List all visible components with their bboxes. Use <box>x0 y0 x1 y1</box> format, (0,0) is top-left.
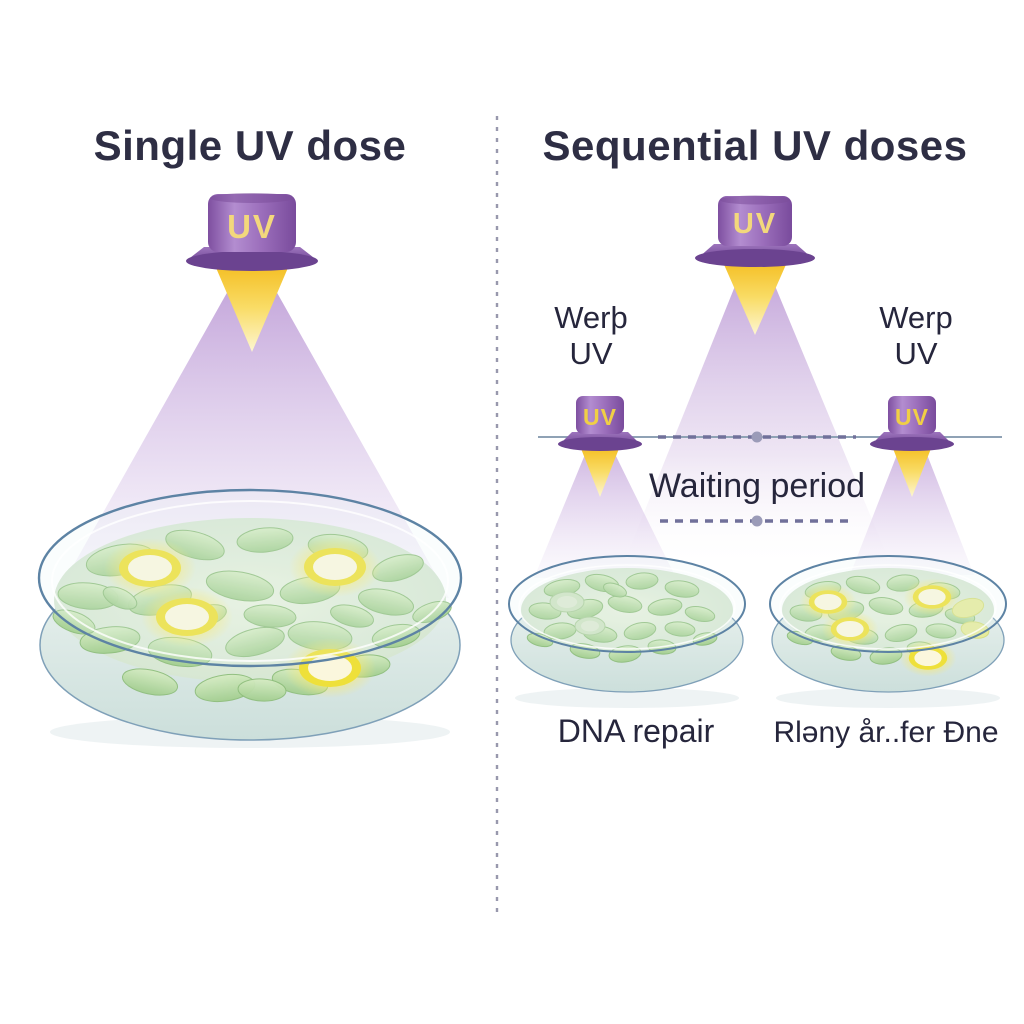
uv-lamp-dose1-icon: UV <box>558 396 642 451</box>
lamp-uv-label: UV <box>733 208 777 240</box>
uv-beam-cone-dose2 <box>850 452 974 575</box>
dish-rim-highlight <box>779 564 997 650</box>
dish-rim-highlight <box>518 564 736 650</box>
dish-rim <box>37 488 463 668</box>
lamp-top-edge <box>210 193 294 203</box>
uv-lamp-top-icon: UV <box>695 195 815 267</box>
bacterium <box>243 604 297 628</box>
colony-glow-center <box>313 554 357 580</box>
bacterium <box>121 668 179 696</box>
uv-flash-dose1 <box>580 446 620 497</box>
yellow-patch-colony <box>951 597 985 619</box>
petri-dish-second-dose <box>769 555 1007 708</box>
bacterium <box>225 626 285 658</box>
lamp-body <box>718 196 792 246</box>
colony-glow-center <box>918 588 946 606</box>
bacterium <box>603 582 627 598</box>
lamp-body <box>208 194 296 252</box>
lamp-body <box>888 396 936 434</box>
waiting-period-label: Waiting period <box>649 467 865 505</box>
lamp-underside <box>695 249 815 267</box>
bacterium <box>357 588 415 616</box>
uv-flash-dose2 <box>892 446 932 497</box>
waiting-dot-bottom <box>751 515 763 527</box>
single-dose-title: Single UV dose <box>94 122 407 169</box>
dish1-caption: DNA repair <box>558 713 715 749</box>
bacterium <box>79 626 141 654</box>
lamp-underside <box>558 437 642 451</box>
uv-flash-top <box>722 260 788 335</box>
dish-rim <box>769 555 1007 653</box>
dish-rim-highlight <box>51 500 449 662</box>
dose2-label-line2: UV <box>894 336 937 371</box>
waiting-dot-top <box>751 431 763 443</box>
bacterium <box>647 598 683 616</box>
lamp-uv-label: UV <box>583 404 617 430</box>
dish-shadow <box>776 688 1000 708</box>
dose2-label-line1: Werp <box>879 300 953 335</box>
dish-shadow <box>515 688 739 708</box>
dish-rim <box>508 555 746 653</box>
lamp-top-edge <box>720 195 790 205</box>
colony-glow-center <box>814 593 842 611</box>
colony-glow-center <box>836 620 864 638</box>
pale-colony-center <box>556 596 578 608</box>
dose1-label-line1: Werþ <box>554 300 628 335</box>
bacterium <box>607 595 643 613</box>
bacterium <box>925 623 957 639</box>
waiting-dashed-line-bottom-group <box>660 515 850 527</box>
bacterium <box>684 605 716 623</box>
pale-colony-center <box>581 620 599 632</box>
lamp-uv-label: UV <box>227 208 277 245</box>
petri-dish-single <box>37 488 463 748</box>
petri-dish-repair <box>508 555 746 708</box>
single-dose-panel: Single UV dose UV <box>37 122 463 748</box>
bacterium <box>236 527 294 553</box>
bacterium <box>845 575 881 595</box>
lamp-uv-label: UV <box>895 404 929 430</box>
colony-glow-center <box>165 604 209 630</box>
sequential-doses-panel: Sequential UV doses UV Werþ UV Werp UV <box>508 122 1007 749</box>
glowing-colonies <box>104 537 381 698</box>
uv-lamp-large-icon: UV <box>186 193 318 271</box>
bacterium <box>664 580 700 598</box>
bacterium <box>237 678 287 702</box>
bacterium <box>884 623 918 643</box>
dose1-label: Werþ UV <box>554 300 628 371</box>
bacterium <box>664 621 696 637</box>
sequential-doses-title: Sequential UV doses <box>543 122 968 169</box>
uv-flash-large <box>214 263 290 352</box>
bacterium <box>526 632 554 648</box>
colony-glow-center <box>128 555 172 581</box>
glowing-colonies <box>799 578 961 677</box>
dose2-label: Werp UV <box>879 300 953 371</box>
bacterium <box>868 597 904 615</box>
pale-colonies <box>549 591 606 636</box>
uv-beam-cone-dose1 <box>534 452 676 578</box>
lamp-body <box>576 396 624 434</box>
colony-glow-center <box>914 649 942 667</box>
dish2-caption: Rləny år..fer Ðne <box>773 716 998 749</box>
uv-beam-cone-large <box>55 282 449 598</box>
bacterium <box>625 572 659 590</box>
dose1-label-line2: UV <box>569 336 612 371</box>
lamp-underside <box>870 437 954 451</box>
bacterium <box>623 621 657 641</box>
uv-lamp-dose2-icon: UV <box>870 396 954 451</box>
bacterium <box>330 604 374 628</box>
bacterium <box>205 570 275 602</box>
uv-beam-cone-central <box>621 281 893 570</box>
lamp-underside <box>186 251 318 271</box>
